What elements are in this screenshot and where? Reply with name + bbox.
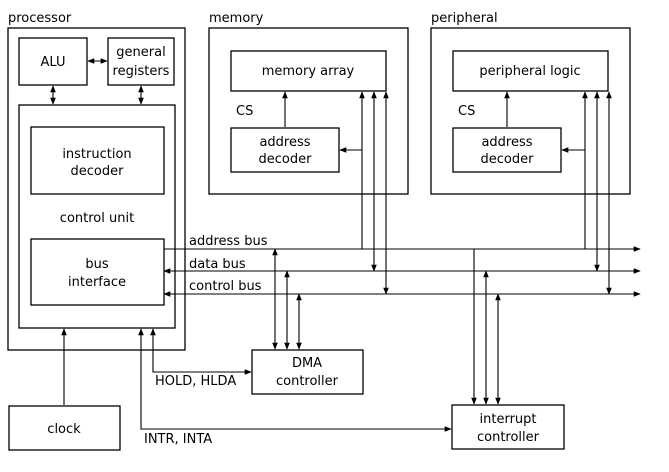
memory-array-label: memory array <box>262 64 355 79</box>
control-bus-label: control bus <box>189 279 262 294</box>
dma-controller-label-2: controller <box>276 374 339 389</box>
bus-interface-label-1: bus <box>85 257 108 272</box>
data-bus-label: data bus <box>189 257 246 272</box>
intr-inta-label: INTR, INTA <box>144 432 212 447</box>
clock-label: clock <box>47 422 81 437</box>
clock-block <box>8 405 121 451</box>
interrupt-controller-label-2: controller <box>477 430 540 445</box>
control-unit-label: control unit <box>60 211 134 226</box>
memory-address-decoder-label-2: decoder <box>259 152 313 167</box>
memory-array-block <box>230 50 387 92</box>
memory-address-decoder-label-1: address <box>259 135 310 150</box>
memory-title: memory <box>209 11 264 26</box>
peripheral-address-decoder-label-1: address <box>481 135 532 150</box>
alu-block <box>18 37 88 86</box>
dma-controller-label-1: DMA <box>292 356 322 371</box>
instruction-decoder-block <box>30 126 165 195</box>
address-bus-label: address bus <box>189 234 268 249</box>
hold-hlda-label: HOLD, HLDA <box>155 374 236 389</box>
general-registers-label-2: registers <box>113 64 170 79</box>
peripheral-logic-label: peripheral logic <box>479 64 580 79</box>
memory-cs-label: CS <box>236 104 253 119</box>
processor-title: processor <box>8 11 72 26</box>
general-registers-block <box>107 37 175 86</box>
alu-label: ALU <box>40 55 65 70</box>
intr-inta-line <box>138 328 452 432</box>
interrupt-controller-block <box>451 404 565 450</box>
instruction-decoder-label-1: instruction <box>62 147 131 162</box>
bus-interface-label-2: interface <box>68 275 126 290</box>
peripheral-cs-label: CS <box>458 104 475 119</box>
peripheral-address-decoder-label-2: decoder <box>481 152 535 167</box>
memory-address-decoder-block <box>230 127 340 173</box>
peripheral-title: peripheral <box>431 11 498 26</box>
instruction-decoder-label-2: decoder <box>71 164 125 179</box>
peripheral-address-decoder-block <box>452 127 562 173</box>
interrupt-controller-label-1: interrupt <box>480 412 537 427</box>
general-registers-label-1: general <box>116 45 165 60</box>
peripheral-logic-block <box>452 50 609 92</box>
bus-interface-block <box>30 238 165 306</box>
